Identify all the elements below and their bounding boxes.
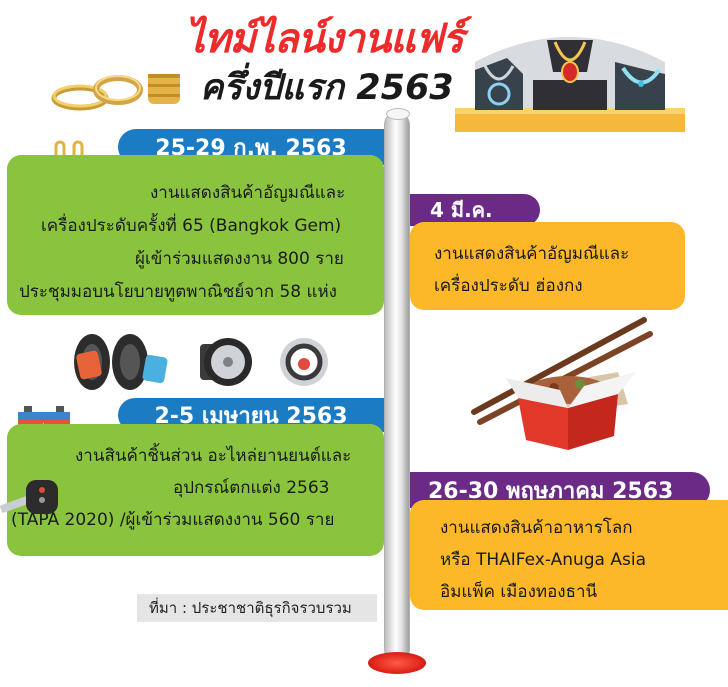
event-card: งานแสดงสินค้าอัญมณีและ เครื่องประดับ ฮ่อ… (410, 222, 685, 310)
event-line: (TAPA 2020) /ผู้เข้าร่วมแสดงงาน 560 ราย (11, 510, 335, 530)
event-line: งานแสดงสินค้าอัญมณีและ (150, 183, 346, 203)
timeline-pole (384, 112, 410, 662)
timeline-pole-cap (386, 108, 410, 120)
auto-parts-icon (74, 334, 328, 390)
event-line: หรือ THAIFex-Anuga Asia (440, 550, 647, 570)
event-date-tab: 4 มี.ค. (410, 194, 540, 226)
event-line: เครื่องประดับครั้งที่ 65 (Bangkok Gem) (41, 216, 342, 236)
noodle-box-icon (471, 317, 653, 450)
timeline-pole-base (368, 652, 426, 674)
event-line: อิมแพ็ค เมืองทองธานี (440, 582, 598, 602)
event-line: งานแสดงสินค้าอาหารโลก (440, 518, 633, 538)
event-line: เครื่องประดับ ฮ่องกง (434, 276, 583, 296)
event-line: งานแสดงสินค้าอัญมณีและ (434, 244, 630, 264)
event-card: งานแสดงสินค้าอัญมณีและ เครื่องประดับครั้… (7, 155, 384, 315)
event-line: ผู้เข้าร่วมแสดงงาน 800 ราย (135, 249, 344, 269)
page-title: ไทม์ไลน์งานแฟร์ (185, 16, 464, 62)
gold-rings-icon (51, 74, 180, 111)
event-line: อุปกรณ์ตกแต่ง 2563 (173, 478, 330, 498)
car-key-icon (0, 480, 58, 514)
event-card: งานสินค้าชิ้นส่วน อะไหล่ยานยนต์และ อุปกร… (7, 424, 384, 556)
event-line: งานสินค้าชิ้นส่วน อะไหล่ยานยนต์และ (75, 446, 352, 466)
jewelry-display-icon (455, 37, 685, 132)
event-card: งานแสดงสินค้าอาหารโลก หรือ THAIFex-Anuga… (410, 500, 728, 610)
event-line: ประชุมมอบนโยบายทูตพาณิชย์จาก 58 แห่ง (19, 282, 337, 302)
page-subtitle: ครึ่งปีแรก 2563 (200, 68, 454, 108)
source-note: ที่มา : ประชาชาติธุรกิจรวบรวม (137, 594, 377, 622)
